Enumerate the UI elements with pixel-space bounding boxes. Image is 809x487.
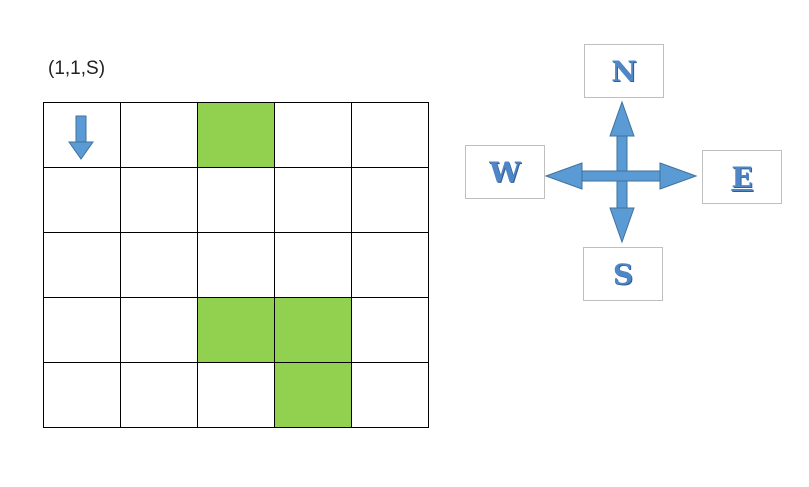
obstacle-cell [197, 297, 275, 363]
grid-world [43, 102, 429, 428]
grid-cell [43, 297, 121, 363]
obstacle-cell [274, 362, 352, 428]
west-label-box: W [465, 145, 545, 199]
state-label: (1,1,S) [48, 58, 106, 79]
north-label: N [611, 54, 637, 88]
grid-cell [120, 102, 198, 168]
west-arrowhead [544, 162, 583, 190]
grid-cell [351, 167, 429, 233]
north-arrowhead [609, 100, 635, 137]
grid-cell [274, 102, 352, 168]
grid-cell [351, 102, 429, 168]
grid-cell [120, 297, 198, 363]
grid-cell [274, 232, 352, 298]
compass-arrows-icon [544, 100, 698, 244]
grid-cell [351, 232, 429, 298]
grid-cell [197, 167, 275, 233]
grid-cell [43, 362, 121, 428]
grid-cell [197, 362, 275, 428]
south-label: S [612, 257, 634, 291]
grid-cell [351, 297, 429, 363]
grid-cell [351, 362, 429, 428]
grid-cell [197, 232, 275, 298]
south-label-box: S [583, 247, 663, 301]
grid-cell [120, 167, 198, 233]
obstacle-cell [274, 297, 352, 363]
grid-cell [274, 167, 352, 233]
grid-row [43, 102, 429, 168]
south-arrowhead [609, 207, 635, 244]
east-arrowhead [659, 162, 698, 190]
grid-row [43, 362, 429, 428]
grid-cell [43, 167, 121, 233]
obstacle-cell [197, 102, 275, 168]
grid-cell [43, 232, 121, 298]
grid-cell [43, 102, 121, 168]
robot-down-arrow-icon [68, 115, 94, 160]
grid-cell [120, 362, 198, 428]
north-label-box: N [584, 44, 664, 98]
east-label-box: E [702, 150, 782, 204]
east-label: E [731, 160, 753, 194]
grid-cell [120, 232, 198, 298]
grid-row [43, 167, 429, 233]
grid-row [43, 232, 429, 298]
west-label: W [489, 155, 521, 189]
grid-row [43, 297, 429, 363]
